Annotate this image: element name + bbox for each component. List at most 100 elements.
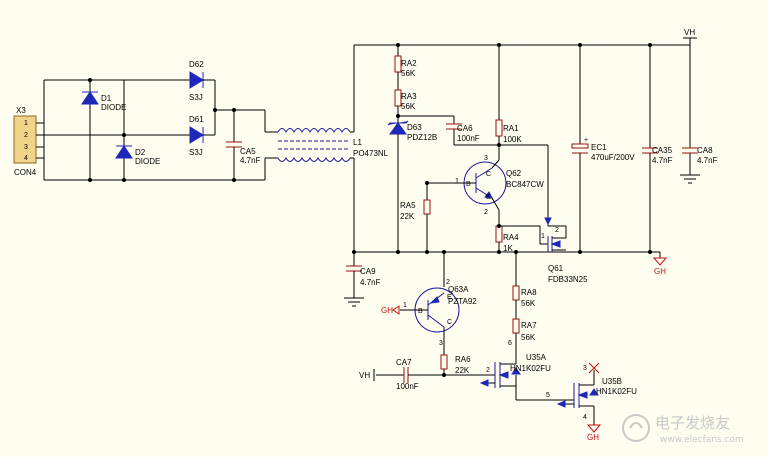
watermark: 电子发烧友 www.elecfans.com bbox=[622, 414, 744, 445]
ca35-ref: CA35 bbox=[652, 146, 673, 155]
capacitor-ca9: CA9 4.7nF bbox=[344, 252, 381, 307]
u35b-value: HN1K02FU bbox=[596, 387, 637, 396]
resistor-ra5: RA5 22K bbox=[400, 181, 431, 252]
q63-pin-e: 2 bbox=[446, 279, 450, 286]
capacitor-ca7: VH CA7 100nF bbox=[359, 358, 444, 391]
ra6-ref: RA6 bbox=[455, 355, 471, 364]
ca9-value: 4.7nF bbox=[360, 278, 381, 287]
ra3-value: 56K bbox=[401, 102, 416, 111]
u35b-pin-d: 3 bbox=[583, 365, 587, 372]
ra7-value: 56K bbox=[521, 333, 536, 342]
ra1-ref: RA1 bbox=[503, 124, 519, 133]
resistor-ra7: RA7 56K bbox=[512, 318, 537, 348]
u35b-ref: U35B bbox=[602, 377, 622, 386]
ca8-ref: CA8 bbox=[697, 146, 713, 155]
resistor-ra3: RA3 56K bbox=[394, 89, 417, 116]
ca8-value: 4.7nF bbox=[697, 156, 718, 165]
q63-ref: Q63A bbox=[448, 285, 469, 294]
ca7-value: 100nF bbox=[396, 382, 419, 391]
watermark-url: www.elecfans.com bbox=[660, 435, 744, 445]
capacitor-ca6: CA6 100nF bbox=[398, 115, 501, 147]
q62-ref: Q62 bbox=[506, 169, 522, 178]
ra2-ref: RA2 bbox=[401, 59, 417, 68]
x3-pin-1: 1 bbox=[24, 120, 28, 127]
diode-d62: D62 S3J bbox=[189, 60, 215, 102]
q62-pin-c: 3 bbox=[484, 155, 488, 162]
resistor-ra1: RA1 100K bbox=[495, 43, 549, 226]
capacitor-ec1: + EC1 470uF/200V bbox=[571, 45, 635, 252]
ra2-value: 56K bbox=[401, 69, 416, 78]
x3-pin-2: 2 bbox=[24, 132, 28, 139]
q61-pin-d: 2 bbox=[555, 227, 559, 234]
q62-label-b: B bbox=[466, 181, 471, 188]
d63-value: PDZ12B bbox=[407, 133, 437, 142]
diode-d61: D61 S3J bbox=[189, 115, 215, 157]
ca6-value: 100nF bbox=[457, 134, 480, 143]
inductor-l1: L1 PO473NL bbox=[264, 110, 389, 180]
gh-label-right: GH bbox=[654, 267, 666, 276]
q61-ref: Q61 bbox=[548, 264, 564, 273]
u35a-ref: U35A bbox=[526, 353, 547, 362]
resistor-ra4: RA4 1K bbox=[495, 210, 540, 253]
zener-d63: D63 PDZ12B bbox=[387, 114, 437, 252]
x3-pin-3: 3 bbox=[24, 144, 28, 151]
u35a-pin-d: 6 bbox=[508, 340, 512, 347]
q62-label-e: E bbox=[486, 194, 491, 201]
connector-x3: X3 1 2 3 4 CON4 bbox=[13, 106, 44, 177]
vh-net-top: VH bbox=[684, 28, 695, 37]
x3-ref: X3 bbox=[16, 106, 26, 115]
l1-ref: L1 bbox=[353, 138, 362, 147]
ra3-ref: RA3 bbox=[401, 92, 417, 101]
mosfet-u35b: GH 3 5 4 U35B HN1K02FU bbox=[516, 362, 637, 442]
ca7-ref: CA7 bbox=[396, 358, 412, 367]
vh-net-left: VH bbox=[359, 371, 370, 380]
transistor-q62: 3 1 2 B C E Q62 BC847CW bbox=[427, 155, 544, 216]
q63-label-b: B bbox=[418, 308, 423, 315]
transistor-q63a: GH 1 2 3 B E C Q63A PZTA92 bbox=[381, 250, 477, 355]
ra7-ref: RA7 bbox=[521, 321, 537, 330]
diode-d1: D1 DIODE bbox=[81, 91, 126, 112]
d1-value: DIODE bbox=[101, 103, 126, 112]
u35b-pin-g: 5 bbox=[546, 392, 550, 399]
q63-label-c: C bbox=[447, 319, 452, 326]
q62-value: BC847CW bbox=[506, 180, 544, 189]
q61-pin-g: 1 bbox=[541, 233, 545, 240]
q63-pin-c: 3 bbox=[439, 340, 443, 347]
ra8-value: 56K bbox=[521, 299, 536, 308]
capacitor-ca8: CA8 4.7nF bbox=[680, 45, 718, 184]
u35b-pin-s: 4 bbox=[583, 414, 587, 421]
diode-d2: D2 DIODE bbox=[115, 145, 160, 166]
x3-pin-4: 4 bbox=[24, 155, 28, 162]
d61-value: S3J bbox=[189, 148, 203, 157]
resistor-ra8: RA8 56K bbox=[512, 252, 537, 319]
d63-ref: D63 bbox=[407, 123, 422, 132]
gh-net-right: GH bbox=[652, 252, 668, 276]
q62-pin-e: 2 bbox=[484, 209, 488, 216]
d61-ref: D61 bbox=[189, 115, 204, 124]
d2-ref: D2 bbox=[135, 148, 146, 157]
q62-label-c: C bbox=[486, 171, 491, 178]
mosfet-u35a: 6 2 U35A HN1K02FU bbox=[479, 340, 551, 400]
ra5-value: 22K bbox=[400, 212, 415, 221]
bridge-rectifier: D1 DIODE D2 DIODE D62 S3J D61 S3J bbox=[43, 60, 265, 182]
ra1-value: 100K bbox=[503, 135, 522, 144]
d2-value: DIODE bbox=[135, 157, 160, 166]
ra4-value: 1K bbox=[503, 244, 513, 253]
resistor-ra2: RA2 56K bbox=[394, 45, 417, 90]
ec1-value: 470uF/200V bbox=[591, 153, 635, 162]
d1-ref: D1 bbox=[101, 94, 112, 103]
ec1-ref: EC1 bbox=[591, 143, 607, 152]
capacitor-ca35: CA35 4.7nF bbox=[642, 45, 673, 252]
resistor-ra6: RA6 22K bbox=[440, 354, 482, 377]
q63-label-e: E bbox=[447, 294, 452, 301]
d62-ref: D62 bbox=[189, 60, 204, 69]
mosfet-q61: 1 2 Q61 FDB33N25 bbox=[539, 217, 588, 284]
q61-value: FDB33N25 bbox=[548, 275, 588, 284]
ra4-ref: RA4 bbox=[503, 233, 519, 242]
q63-pin-b: 1 bbox=[403, 302, 407, 309]
svg-text:+: + bbox=[584, 137, 588, 144]
ra8-ref: RA8 bbox=[521, 288, 537, 297]
u35a-value: HN1K02FU bbox=[510, 364, 551, 373]
u35a-pin-g: 2 bbox=[486, 367, 490, 374]
